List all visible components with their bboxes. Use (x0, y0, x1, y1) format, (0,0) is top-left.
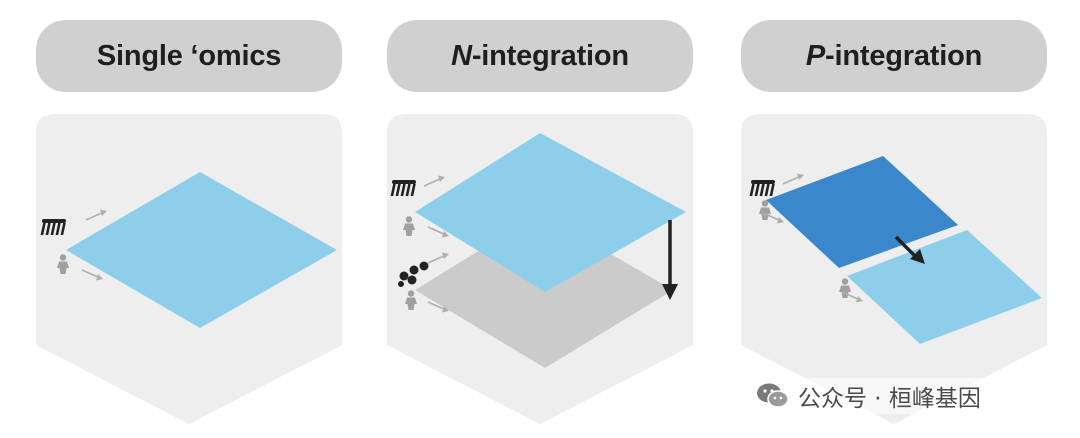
data-plane-single (66, 172, 337, 328)
data-plane-dark (766, 156, 958, 268)
panel-title: -integration (825, 39, 983, 72)
panel-title-italic: N (451, 39, 472, 72)
data-plane-light (847, 230, 1042, 344)
transfer-arrow-head (910, 249, 925, 264)
panel-title: Single ‘omics (96, 39, 282, 72)
data-plane-blue (415, 133, 686, 292)
transfer-arrow-line (894, 235, 918, 259)
panel-title: -integration (471, 39, 629, 72)
wechat-icon (757, 383, 789, 408)
stack-arrow-head (662, 284, 678, 300)
panel-header-n-integration: N-integration (387, 20, 693, 92)
watermark: 公众号 · 桓峰基因 (752, 378, 985, 414)
molecule-icon (398, 261, 429, 287)
panel-title-italic: P (805, 39, 826, 72)
watermark-text: 公众号 · 桓峰基因 (798, 386, 981, 412)
panel-header-single-omics: Single ‘omics (36, 20, 342, 92)
panel-header-p-integration: P-integration (741, 20, 1047, 92)
